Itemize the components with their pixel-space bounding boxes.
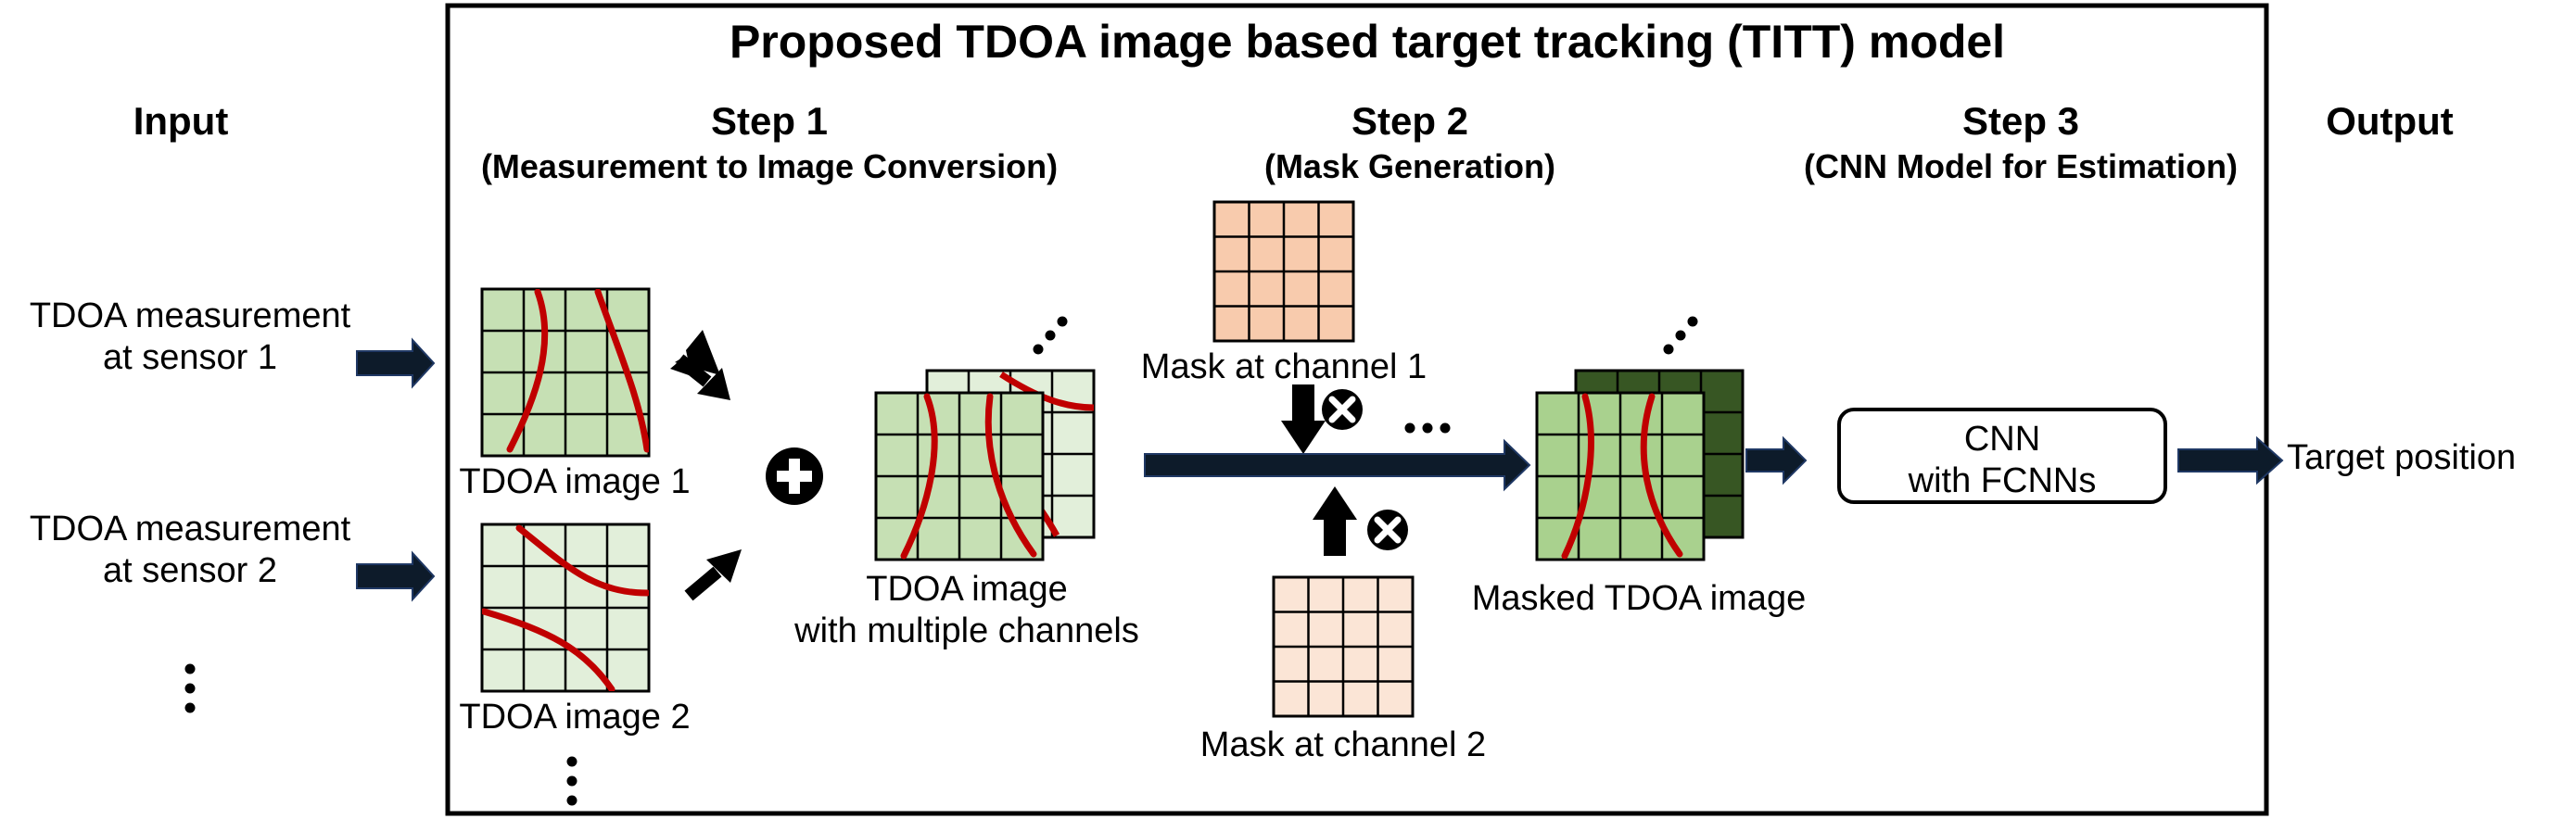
tdoa-image-2-label: TDOA image 2 bbox=[459, 698, 690, 737]
diag-arrow-down-shape bbox=[675, 354, 730, 400]
diagram-title: Proposed TDOA image based target trackin… bbox=[730, 16, 2005, 68]
output-heading: Output bbox=[2326, 99, 2454, 143]
step1-more-dots bbox=[566, 756, 577, 806]
masked-more-dots bbox=[1663, 316, 1698, 355]
step1-subtitle: (Measurement to Image Conversion) bbox=[481, 147, 1058, 185]
mask2-up-arrow bbox=[1313, 486, 1357, 556]
sum-plus-icon bbox=[766, 447, 823, 505]
mask-channel-1 bbox=[1212, 200, 1355, 343]
proposed-model-frame bbox=[445, 3, 2269, 816]
target-position-label: Target position bbox=[2287, 438, 2516, 477]
tdoa-multichannel-front bbox=[874, 391, 1045, 561]
multichannel-label-line2: with multiple channels bbox=[793, 611, 1139, 650]
measurement-2-line1: TDOA measurement bbox=[30, 510, 351, 548]
input-arrow-1 bbox=[356, 337, 436, 389]
step3-title: Step 3 bbox=[1962, 99, 2079, 143]
step2-more-dots bbox=[1404, 422, 1451, 434]
multichannel-label-line1: TDOA image bbox=[866, 570, 1068, 609]
cnn-label-line1: CNN bbox=[1964, 420, 2040, 459]
input-arrow-2 bbox=[356, 550, 436, 602]
tdoa-image-1 bbox=[480, 287, 651, 458]
multichannel-more-dots bbox=[1033, 316, 1068, 355]
diag-arrow-up bbox=[684, 549, 742, 601]
cnn-box bbox=[1837, 408, 2167, 504]
mask1-down-arrow bbox=[1281, 384, 1326, 454]
main-flow-arrow bbox=[1144, 438, 1531, 492]
mask-channel-2-label: Mask at channel 2 bbox=[1200, 725, 1486, 764]
masked-tdoa-front bbox=[1535, 391, 1706, 561]
multiply-icon-2 bbox=[1367, 510, 1408, 550]
mask-channel-2 bbox=[1272, 575, 1415, 718]
mask-channel-1-label: Mask at channel 1 bbox=[1141, 347, 1427, 386]
step2-title: Step 2 bbox=[1351, 99, 1468, 143]
input-more-dots bbox=[184, 663, 196, 713]
step1-title: Step 1 bbox=[711, 99, 828, 143]
tdoa-image-2 bbox=[480, 523, 651, 693]
to-cnn-arrow bbox=[1745, 435, 1808, 485]
step3-subtitle: (CNN Model for Estimation) bbox=[1804, 147, 2238, 185]
multiply-icon-1 bbox=[1322, 389, 1363, 430]
to-output-arrow bbox=[2177, 435, 2284, 485]
input-heading: Input bbox=[133, 99, 229, 143]
tdoa-image-1-label: TDOA image 1 bbox=[459, 462, 690, 501]
step2-subtitle: (Mask Generation) bbox=[1264, 147, 1555, 185]
masked-tdoa-label: Masked TDOA image bbox=[1472, 579, 1806, 618]
measurement-2-line2: at sensor 2 bbox=[103, 551, 277, 590]
measurement-1-line1: TDOA measurement bbox=[30, 296, 351, 335]
cnn-label-line2: with FCNNs bbox=[1908, 461, 2097, 500]
measurement-1-line2: at sensor 1 bbox=[103, 338, 277, 377]
